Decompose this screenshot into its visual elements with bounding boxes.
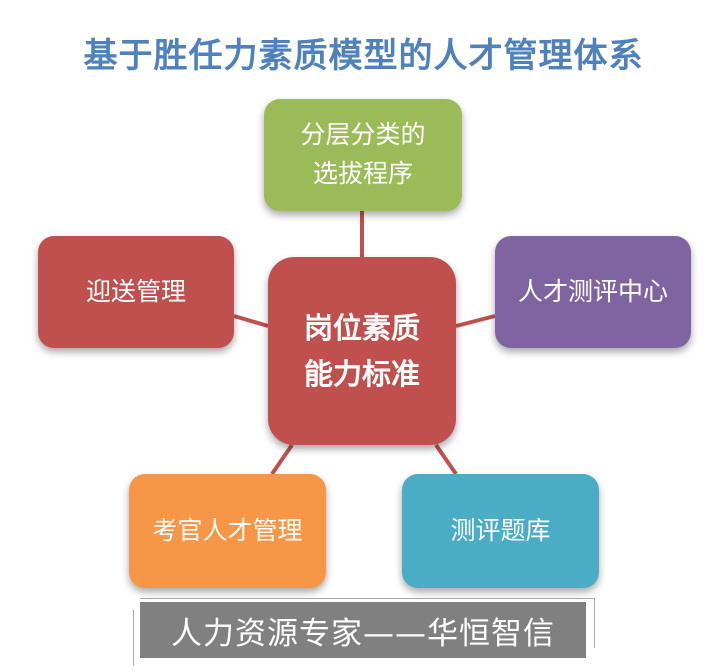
node-examiner-management-label: 考官人才管理: [152, 515, 303, 545]
node-assessment-center-label: 人才测评中心: [517, 276, 668, 306]
node-question-bank-label: 测评题库: [450, 515, 551, 545]
connector-left: [233, 314, 269, 328]
node-onboarding-management-label: 迎送管理: [85, 276, 186, 306]
node-selection-procedure-label: 分层分类的 选拔程序: [300, 120, 426, 188]
node-selection-procedure: 分层分类的 选拔程序: [264, 99, 462, 211]
node-assessment-center: 人才测评中心: [495, 236, 691, 348]
footer-banner: 人力资源专家——华恒智信: [140, 602, 586, 658]
node-examiner-management: 考官人才管理: [129, 474, 326, 588]
node-question-bank: 测评题库: [402, 474, 599, 588]
node-competency-standard: 岗位素质 能力标准: [268, 257, 456, 445]
footer-frame-top: [140, 598, 595, 599]
footer-frame-left: [133, 610, 134, 666]
connector-right: [455, 314, 496, 328]
footer-frame-right: [594, 598, 595, 648]
node-competency-standard-label: 岗位素质 能力标准: [303, 310, 420, 391]
connector-bottom-right: [434, 443, 458, 476]
diagram-title: 基于胜任力素质模型的人才管理体系: [83, 36, 644, 76]
footer-text: 人力资源专家——华恒智信: [171, 615, 555, 652]
connector-bottom-left: [270, 443, 294, 476]
node-onboarding-management: 迎送管理: [38, 236, 234, 348]
